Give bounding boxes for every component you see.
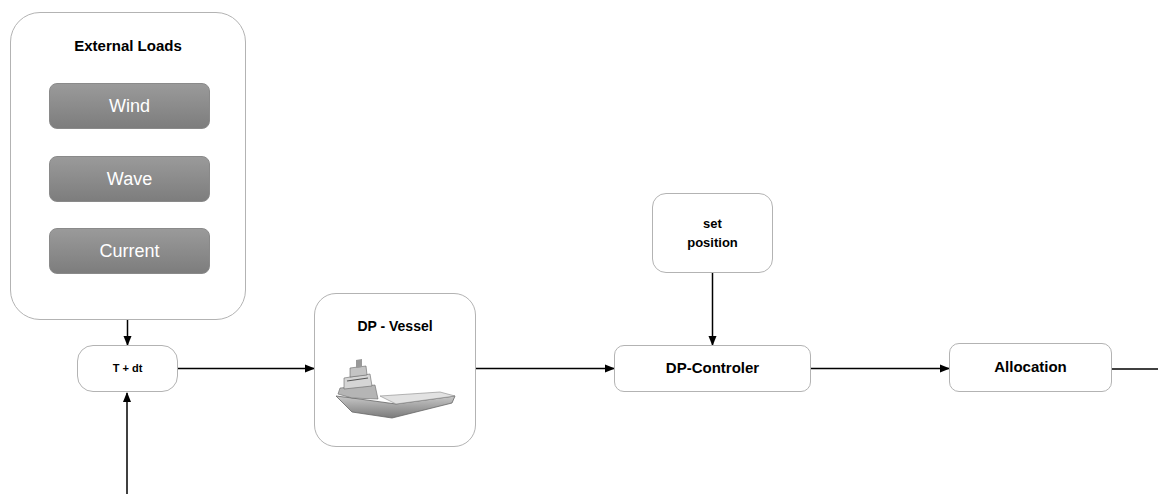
box-title: External Loads (74, 35, 182, 58)
flow-arrow (476, 368, 614, 370)
load-box: Wind (49, 83, 210, 129)
flow-arrow (178, 368, 314, 370)
time-step-box: T + dt (77, 345, 178, 392)
flow-arrow (811, 368, 949, 370)
box-label: DP-Controler (666, 357, 759, 380)
box-label: Wind (109, 93, 150, 120)
vessel-box: DP - Vessel (314, 293, 476, 447)
box-label: T + dt (113, 360, 143, 377)
load-box: Wave (49, 156, 210, 202)
controller-box: DP-Controler (614, 345, 811, 392)
box-label: Allocation (994, 356, 1067, 379)
box-label: Current (99, 238, 159, 265)
setpoint-box: set position (652, 193, 773, 273)
flow-arrow (127, 320, 129, 345)
box-title: DP - Vessel (357, 316, 432, 337)
input-line (126, 393, 128, 494)
box-label: set position (678, 214, 748, 253)
output-line (1112, 368, 1158, 370)
group-box: External LoadsWindWaveCurrent (10, 12, 246, 320)
flow-arrow (712, 273, 714, 345)
load-box: Current (49, 228, 210, 274)
box-label: Wave (107, 166, 152, 193)
allocation-box: Allocation (949, 343, 1112, 392)
ship-illustration (336, 359, 455, 418)
